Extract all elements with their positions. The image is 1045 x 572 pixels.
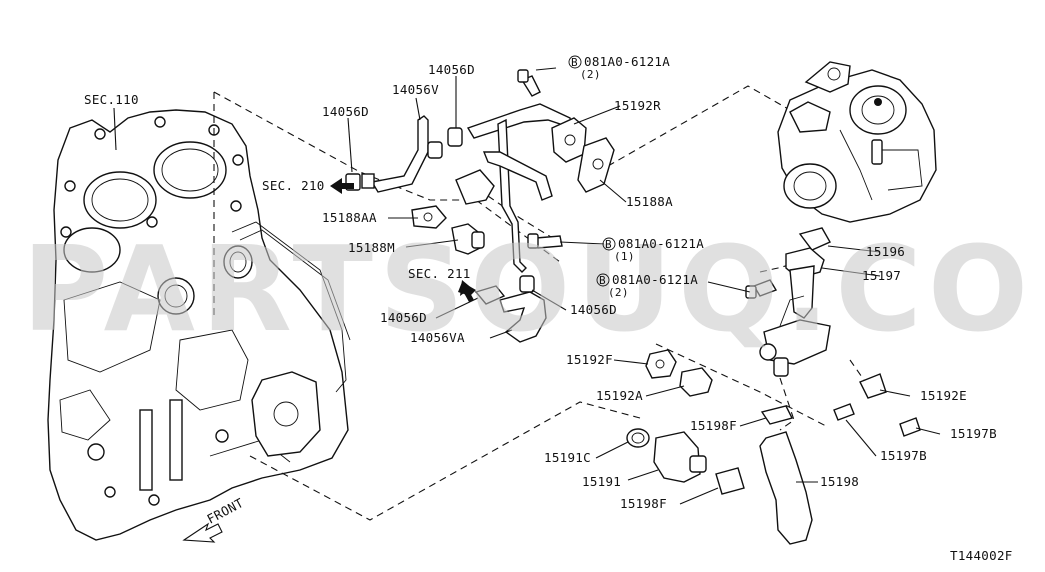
label-bolt-081A0-low: 081A0-6121A [612, 272, 698, 287]
watermark: PARTSOUQ.COM [22, 220, 1045, 358]
label-14056D-bottom-right[interactable]: 14056D [570, 302, 617, 317]
label-15188M[interactable]: 15188M [348, 240, 395, 255]
oil-feed-tube [345, 69, 615, 273]
label-sec211[interactable]: SEC. 211 [408, 266, 471, 281]
label-15191C[interactable]: 15191C [544, 450, 591, 465]
label-sec210[interactable]: SEC. 210 [262, 178, 325, 193]
label-bolt-081A0-top: 081A0-6121A [584, 54, 670, 69]
engine-block [47, 109, 351, 541]
label-sec110[interactable]: SEC.110 [84, 92, 139, 107]
label-bolt-081A0-mid: 081A0-6121A [618, 236, 704, 251]
label-bolt-qty-low: (2) [608, 286, 629, 299]
label-14056D-left[interactable]: 14056D [322, 104, 369, 119]
bolt-marker-3: B [599, 274, 606, 287]
front-arrow-icon [182, 522, 223, 543]
label-15188AA[interactable]: 15188AA [322, 210, 377, 225]
label-14056D-bottom-left[interactable]: 14056D [380, 310, 427, 325]
label-15197B-left[interactable]: 15197B [880, 448, 927, 463]
diagram-code: T144002F [950, 548, 1013, 563]
bolt-marker-2: B [605, 238, 612, 251]
label-14056D-top[interactable]: 14056D [428, 62, 475, 77]
arrow-sec211-icon [460, 280, 474, 302]
label-14056VA[interactable]: 14056VA [410, 330, 465, 345]
bolt-marker-1: B [571, 56, 578, 69]
bolt-label-3[interactable]: B 081A0-6121A (2) [596, 272, 698, 299]
label-15188A[interactable]: 15188A [626, 194, 673, 209]
label-15196[interactable]: 15196 [866, 244, 905, 259]
label-15198F-top[interactable]: 15198F [690, 418, 737, 433]
label-14056V[interactable]: 14056V [392, 82, 439, 97]
arrow-sec210-icon [330, 178, 354, 194]
label-15192R[interactable]: 15192R [614, 98, 661, 113]
label-15192E[interactable]: 15192E [920, 388, 967, 403]
label-leaders [113, 67, 941, 505]
turbocharger [777, 61, 937, 223]
labels: SEC.110 SEC. 210 SEC. 211 14056D 14056V … [84, 54, 1013, 563]
label-15198[interactable]: 15198 [820, 474, 859, 489]
bolt-label-1[interactable]: B 081A0-6121A (2) [568, 54, 670, 81]
label-bolt-qty-mid: (1) [614, 250, 635, 263]
label-bolt-qty-top: (2) [580, 68, 601, 81]
dashed-leaders [213, 85, 865, 521]
label-15192A[interactable]: 15192A [596, 388, 643, 403]
drain-assembly [626, 227, 921, 545]
section-arrows [182, 178, 474, 543]
label-15198F-bottom[interactable]: 15198F [620, 496, 667, 511]
label-15191[interactable]: 15191 [582, 474, 621, 489]
label-15192F[interactable]: 15192F [566, 352, 613, 367]
bolt-label-2[interactable]: B 081A0-6121A (1) [602, 236, 704, 263]
label-15197B-right[interactable]: 15197B [950, 426, 997, 441]
label-15197[interactable]: 15197 [862, 268, 901, 283]
